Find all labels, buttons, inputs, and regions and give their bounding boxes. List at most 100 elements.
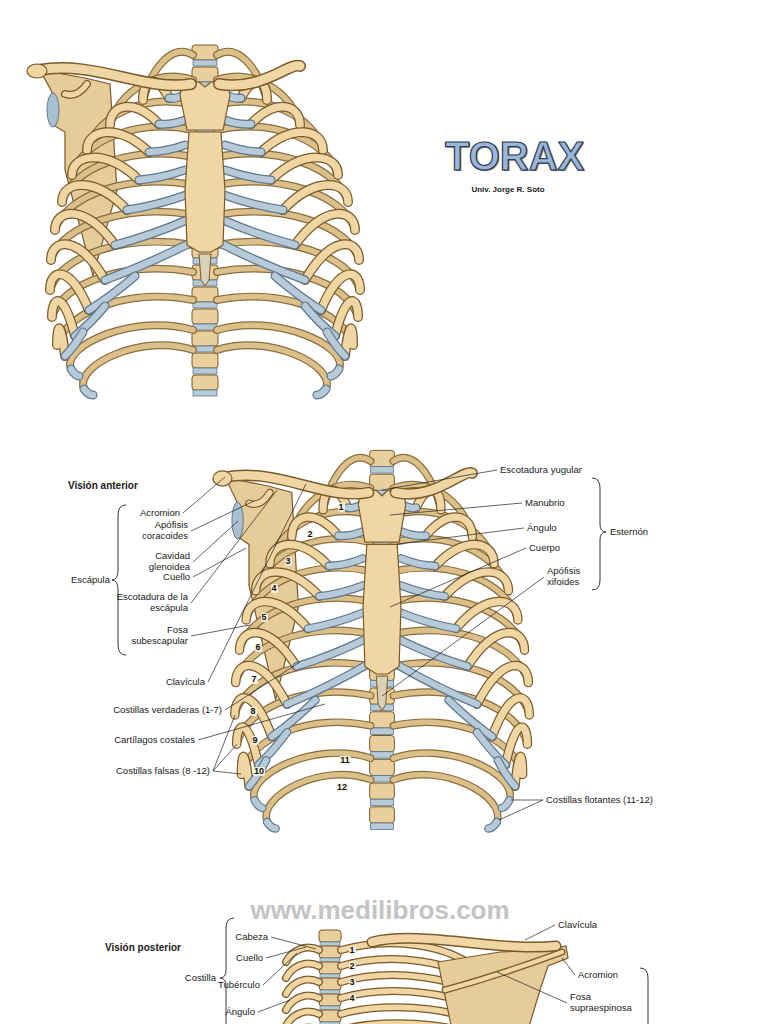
costal-cartilage: [329, 558, 363, 566]
leader-line: [271, 937, 316, 949]
costal-cartilage: [319, 585, 363, 596]
rib: [246, 602, 308, 629]
leader-line: [191, 490, 277, 603]
part-label: Acromion: [578, 970, 618, 981]
costal-cartilage: [449, 700, 493, 737]
costal-cartilage: [267, 822, 276, 829]
costal-cartilage: [331, 369, 339, 376]
part-label: Costillas falsas (8 -12): [116, 766, 210, 777]
vertebra: [319, 930, 341, 942]
costal-cartilage: [84, 389, 93, 395]
costal-cartilage: [502, 800, 510, 808]
leader-lines: [183, 470, 575, 1012]
costal-cartilage: [89, 276, 135, 310]
sternum-body: [363, 544, 401, 674]
leader-line: [258, 1000, 290, 1012]
part-label: Ángulo: [527, 523, 557, 534]
clavicle: [224, 475, 368, 494]
rib-number: 3: [349, 978, 356, 987]
part-label: Costillas flotantes (11-12): [546, 795, 653, 806]
view-heading: Visión posterior: [105, 942, 181, 954]
rib: [256, 572, 320, 596]
costal-cartilage: [331, 369, 339, 376]
rib: [456, 602, 518, 629]
part-label: Cuello: [236, 953, 263, 964]
rib: [261, 132, 323, 152]
leader-line: [266, 947, 306, 958]
rib: [261, 132, 323, 152]
rib-number: 9: [252, 736, 259, 745]
costal-cartilage: [488, 822, 497, 829]
rib-back: [393, 775, 497, 822]
costal-cartilage: [84, 389, 93, 395]
part-label: Cuello: [163, 572, 190, 583]
rib-number: 8: [250, 707, 257, 716]
costal-cartilage: [498, 760, 515, 786]
costal-cartilage: [139, 170, 185, 180]
rib: [271, 158, 338, 180]
costal-cartilage: [224, 195, 283, 210]
rib-back: [266, 775, 370, 822]
rib-number: 4: [271, 584, 278, 593]
rib: [286, 980, 319, 994]
leader-line: [382, 577, 544, 696]
part-label: Ángulo: [225, 1007, 255, 1018]
bracket: [640, 968, 648, 1024]
part-label: Tubérculo: [218, 980, 260, 991]
glenoid-cavity: [232, 502, 243, 539]
clavicle: [395, 473, 472, 494]
intervertebral-disc: [320, 1022, 340, 1024]
rib: [426, 517, 473, 537]
costal-cartilage: [159, 120, 185, 124]
leader-line: [208, 484, 306, 682]
vertebra: [370, 807, 395, 823]
costal-cartilage: [308, 612, 364, 628]
bracket-label: Esternón: [610, 527, 648, 538]
rib: [286, 980, 319, 994]
rib: [286, 1012, 319, 1024]
view-heading: Visión anterior: [68, 480, 138, 492]
costal-cartilage: [159, 120, 185, 124]
costal-cartilage: [396, 664, 477, 704]
costal-cartilage: [317, 389, 326, 395]
rib-back: [393, 568, 518, 620]
clavicle: [372, 938, 556, 947]
rib: [435, 545, 494, 566]
page-title: TORAX: [445, 134, 584, 179]
part-label: Manubrio: [525, 498, 565, 509]
rib: [286, 948, 319, 962]
costal-cartilage: [329, 558, 363, 566]
part-label: Clavícula: [166, 677, 205, 688]
costal-cartilage: [396, 664, 477, 704]
costal-cartilage: [225, 145, 261, 152]
vertebra: [192, 331, 218, 346]
part-label: Cartílagos costales: [114, 735, 195, 746]
costal-cartilage: [327, 332, 345, 356]
costal-cartilage: [308, 612, 364, 628]
costal-cartilage: [502, 800, 510, 808]
intervertebral-disc: [193, 302, 217, 308]
costal-cartilage: [287, 664, 368, 704]
part-label: Fosa subescapular: [124, 625, 188, 647]
rib-back: [393, 775, 497, 822]
rib-number: 5: [261, 613, 268, 622]
costal-cartilage: [287, 664, 368, 704]
costal-cartilage: [401, 558, 435, 566]
costal-cartilage: [149, 145, 185, 152]
part-label: Apófisis coracoides: [128, 520, 188, 542]
intervertebral-disc: [320, 974, 340, 978]
rib-number: 3: [285, 557, 292, 566]
costal-cartilage: [272, 700, 316, 737]
rib: [426, 517, 473, 537]
rib: [445, 572, 509, 596]
costal-cartilage: [488, 822, 497, 829]
clavicle: [39, 68, 191, 85]
costal-cartilage: [401, 558, 435, 566]
costal-cartilage: [317, 389, 326, 395]
rib: [110, 107, 159, 125]
costal-cartilage: [249, 760, 266, 786]
clavicle: [219, 66, 300, 86]
part-label: Escotadura yugular: [500, 465, 582, 476]
rib-back: [83, 345, 193, 389]
